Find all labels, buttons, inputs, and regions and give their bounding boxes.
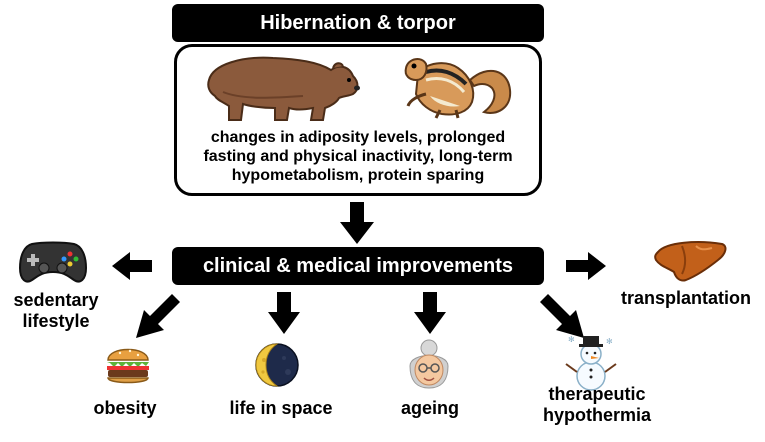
label-line: therapeutic [548,384,646,404]
label-line: hypothermia [542,405,652,425]
snowman-icon: ✻ ✻ [565,335,617,391]
arrow-down-right [540,294,584,338]
description-line: changes in adiposity levels, prolonged [210,129,506,146]
title-banner: Hibernation & torpor [172,4,544,42]
arrow-down-main [340,202,374,244]
label-therapeutic-hypothermia: therapeutic hypothermia [502,384,692,426]
arrow-down-left [136,294,180,338]
arrow-down-space [268,292,300,334]
svg-text:✻: ✻ [568,335,575,344]
moon-icon [255,343,299,387]
label-ageing: ageing [400,398,459,418]
clinical-banner: clinical & medical improvements [172,247,544,285]
burger-icon [107,348,149,384]
label-line: lifestyle [22,311,90,331]
arrow-down-ageing [414,292,446,334]
liver-icon [654,241,727,282]
label-obesity: obesity [93,398,157,418]
chipmunk-icon [404,58,512,119]
arrow-left [112,252,152,280]
svg-text:✻: ✻ [606,337,613,346]
gamepad-icon [18,241,88,283]
grandmother-icon [409,339,449,389]
description-text: changes in adiposity levels, prolonged f… [174,128,542,185]
label-sedentary-lifestyle: sedentary lifestyle [0,290,112,332]
label-transplantation: transplantation [620,288,751,308]
description-line: hypometabolism, protein sparing [231,167,485,184]
bear-icon [207,56,360,121]
description-line: fasting and physical inactivity, long-te… [203,148,513,165]
arrow-right [566,252,606,280]
label-line: sedentary [13,290,99,310]
label-life-in-space: life in space [229,398,333,418]
